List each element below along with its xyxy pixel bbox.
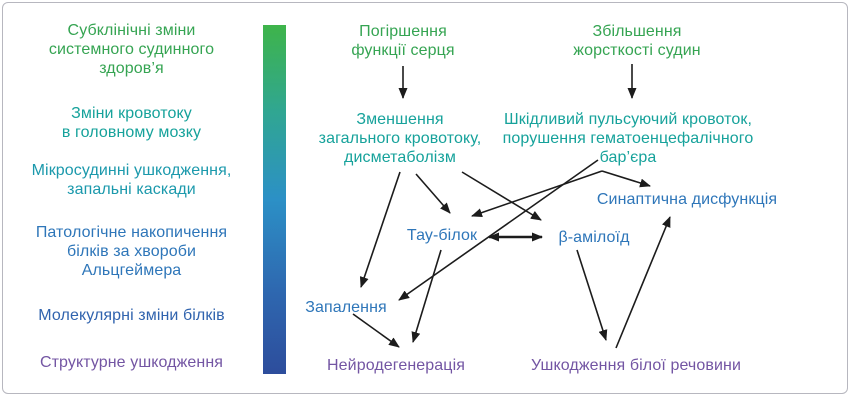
node-vascular-stiffness: Збільшення жорсткості судин: [573, 23, 701, 59]
node-pulsatile-flow: Шкідливий пульсуючий кровоток, порушення…: [502, 111, 754, 166]
node-neurodegeneration: Нейродегенерація: [327, 357, 465, 374]
axis-label-structural-damage: Структурне ушкодження: [39, 354, 224, 371]
node-reduced-flow: Зменшення загального кровотоку, дисметаб…: [318, 111, 482, 166]
axis-label-molecular-protein-changes: Молекулярні зміни білків: [38, 307, 225, 324]
node-heart-function-decline: Погіршення функції серця: [351, 23, 455, 59]
axis-label-subclinical-vascular-changes: Субклінічні зміни системного судинного з…: [48, 22, 215, 77]
node-synaptic-dysfunction: Синаптична дисфункція: [596, 191, 778, 208]
axis-label-cerebral-bloodflow-changes: Зміни кровотоку в головному мозку: [61, 105, 202, 141]
severity-gradient-bar: [263, 25, 286, 374]
node-inflammation: Запалення: [305, 299, 387, 316]
axis-label-microvascular-damage: Мікросудинні ушкодження, запальні каскад…: [31, 162, 232, 198]
node-white-matter-damage: Ушкодження білої речовини: [531, 357, 741, 374]
axis-label-pathological-protein-accumulation: Патологічне накопичення білків за хвороб…: [35, 224, 228, 279]
node-tau-protein: Тау-білок: [406, 227, 478, 244]
node-beta-amyloid: β-амілоїд: [558, 229, 630, 246]
